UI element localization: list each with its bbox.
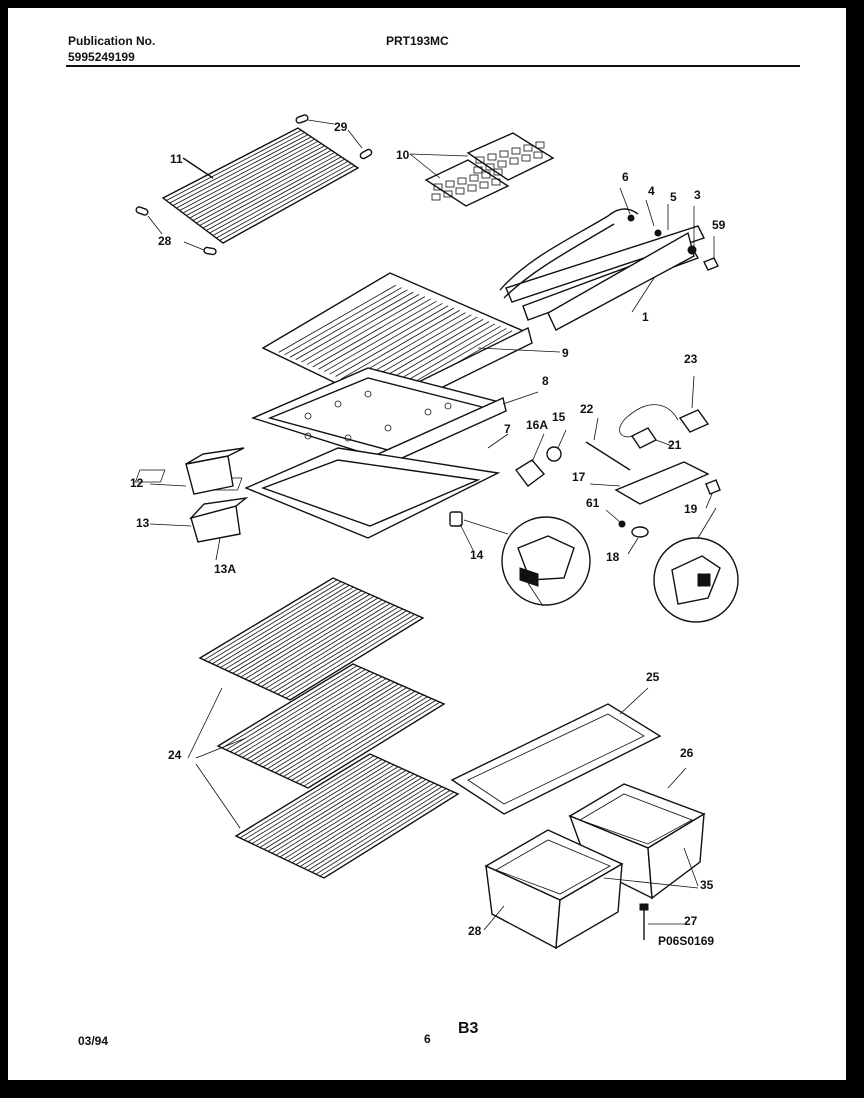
callout-4: 4 [648,184,655,198]
callout-17: 17 [572,470,586,484]
control-assembly [585,375,739,623]
rail-assembly [499,187,719,331]
footer-date: 03/94 [78,1034,109,1048]
door-bins [149,447,249,561]
callout-22: 22 [580,402,594,416]
callout-21: 21 [668,438,682,452]
footer-section: B3 [458,1020,479,1037]
freezer-wire-shelf [161,127,360,244]
ice-trays [409,132,555,207]
refrigerator-wire-shelves-24 [187,577,460,879]
callout-1: 1 [642,310,649,324]
callout-10: 10 [396,148,410,162]
shelf-pins [135,114,373,256]
figure-code: P06S0169 [658,934,715,948]
parts-diagram-sheet: Publication No. 5995249199 PRT193MC [8,8,846,1080]
callout-6: 6 [622,170,629,184]
model-number: PRT193MC [386,34,449,48]
callout-11: 11 [170,152,183,166]
callout-24: 24 [168,748,182,762]
callout-7: 7 [504,422,511,436]
callout-8: 8 [542,374,549,388]
publication-number: 5995249199 [68,50,135,64]
callout-12: 12 [130,476,144,490]
callout-13: 13 [136,516,150,530]
publication-label: Publication No. [68,34,156,48]
callout-3: 3 [694,188,701,202]
leader-35 [603,847,699,889]
callout-23: 23 [684,352,698,366]
callout-15: 15 [552,410,566,424]
callout-29: 29 [334,120,348,134]
exploded-parts-drawing [66,65,800,950]
callout-59: 59 [712,218,726,232]
callout-26: 26 [680,746,694,760]
lamp-socket-16a-15 [514,429,567,487]
callout-61: 61 [586,496,600,510]
callout-35: 35 [700,878,714,892]
crisper-cover-25 [450,687,662,815]
callout-5: 5 [670,190,677,204]
callout-18: 18 [606,550,620,564]
crisper-drawer-28 [483,829,624,950]
footer-page: 6 [424,1032,431,1046]
screw-27 [639,903,684,940]
callout-28-top: 28 [158,234,172,248]
callout-19: 19 [684,502,698,516]
callout-13a: 13A [214,562,237,576]
light-switch-14 [449,511,591,607]
callout-14: 14 [470,548,484,562]
callout-28-bottom: 28 [468,924,482,938]
callout-9: 9 [562,346,569,360]
crisper-drawer-26 [568,767,706,900]
callout-16a: 16A [526,418,549,432]
callout-27: 27 [684,914,698,928]
callout-25: 25 [646,670,660,684]
